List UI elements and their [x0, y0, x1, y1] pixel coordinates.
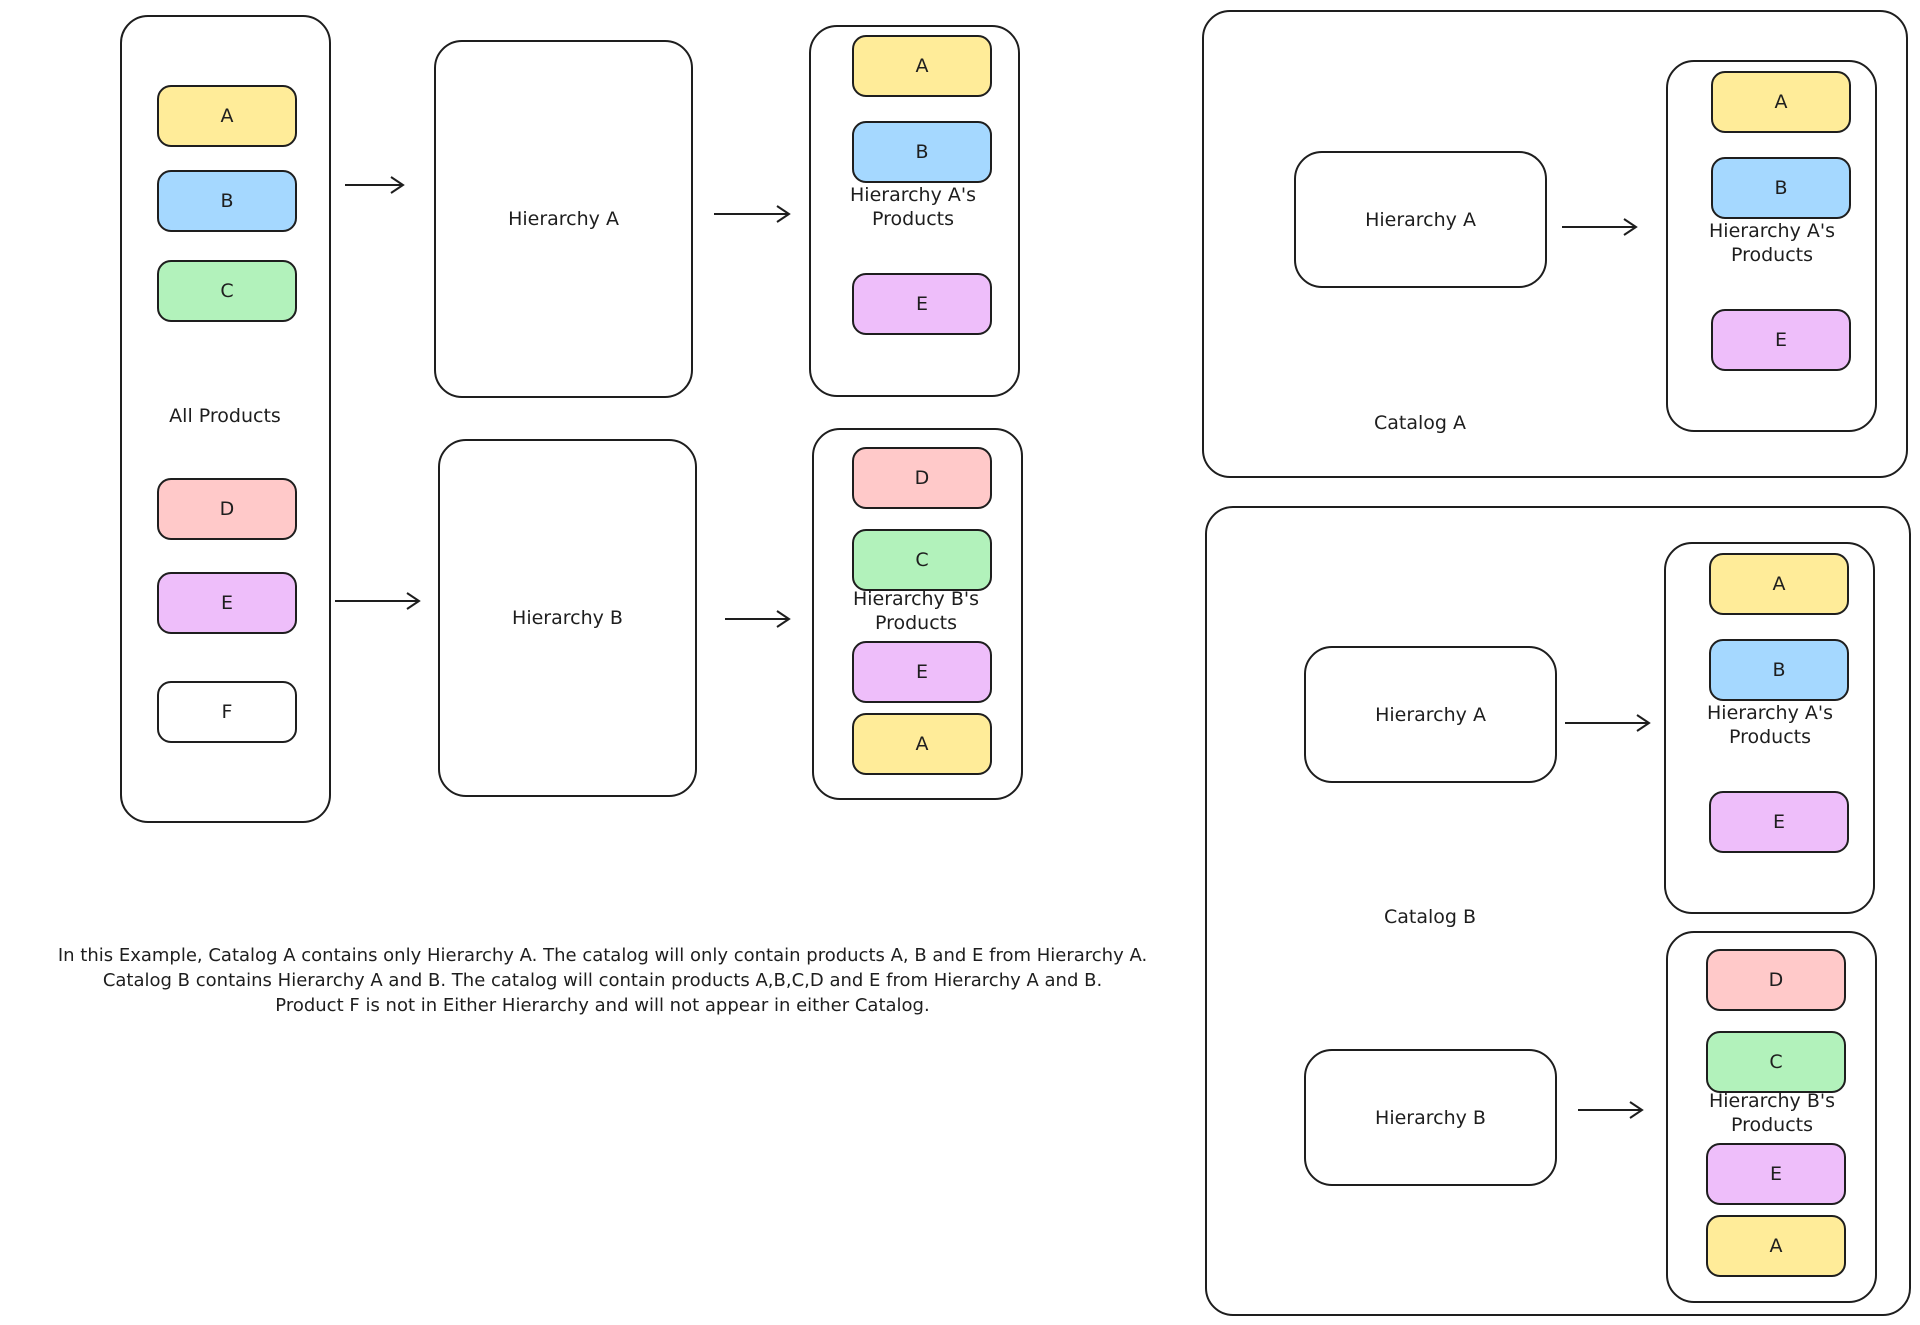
product-b: B — [157, 170, 297, 232]
catalog-b-b-products-label: Hierarchy B's Products — [1708, 1090, 1836, 1136]
explanation-line-1: In this Example, Catalog A contains only… — [57, 945, 1148, 966]
catalog-b-arrow-b — [1578, 1095, 1646, 1125]
catalog-a-product-b: B — [1711, 157, 1851, 219]
catalog-b-b-product-e: E — [1706, 1143, 1846, 1205]
catalog-a-container — [1202, 10, 1908, 478]
catalog-b-container — [1205, 506, 1911, 1316]
catalog-a-products-container — [1666, 60, 1877, 432]
all-products-container — [120, 15, 331, 823]
explanation-text: In this Example, Catalog A contains only… — [0, 943, 1205, 1019]
explanation-line-2: Catalog B contains Hierarchy A and B. Th… — [102, 970, 1103, 992]
catalog-a-product-a: A — [1711, 71, 1851, 133]
arrow-hierarchy-b-to-products — [725, 604, 793, 634]
hierarchy-a-node: Hierarchy A — [434, 40, 693, 398]
catalog-a-arrow — [1562, 212, 1640, 242]
arrow-to-hierarchy-a — [345, 170, 407, 200]
catalog-b-label: Catalog B — [1383, 906, 1477, 928]
product-f: F — [157, 681, 297, 743]
product-c: C — [157, 260, 297, 322]
product-d: D — [157, 478, 297, 540]
catalog-a-label: Catalog A — [1373, 412, 1466, 434]
hierarchy-a-product-e: E — [852, 273, 992, 335]
product-a: A — [157, 85, 297, 147]
catalog-a-hierarchy-a-node: Hierarchy A — [1294, 151, 1547, 288]
catalog-b-hierarchy-b-node: Hierarchy B — [1304, 1049, 1557, 1186]
all-products-label: All Products — [169, 405, 281, 427]
arrow-hierarchy-a-to-products — [714, 199, 793, 229]
catalog-b-a-product-b: B — [1709, 639, 1849, 701]
catalog-b-arrow-a — [1565, 708, 1653, 738]
hierarchy-b-products-container — [812, 428, 1023, 800]
catalog-b-a-products-label: Hierarchy A's Products — [1707, 702, 1833, 748]
hierarchy-b-product-a: A — [852, 713, 992, 775]
hierarchy-b-product-e: E — [852, 641, 992, 703]
catalog-a-product-e: E — [1711, 309, 1851, 371]
hierarchy-b-product-d: D — [852, 447, 992, 509]
hierarchy-a-products-label: Hierarchy A's Products — [850, 184, 976, 230]
catalog-b-a-product-e: E — [1709, 791, 1849, 853]
catalog-a-products-label: Hierarchy A's Products — [1709, 220, 1835, 266]
catalog-b-b-product-a: A — [1706, 1215, 1846, 1277]
catalog-b-a-product-a: A — [1709, 553, 1849, 615]
hierarchy-a-products-container — [809, 25, 1020, 397]
catalog-b-hierarchy-a-node: Hierarchy A — [1304, 646, 1557, 783]
product-e: E — [157, 572, 297, 634]
hierarchy-a-product-a: A — [852, 35, 992, 97]
explanation-line-3: Product F is not in Either Hierarchy and… — [275, 995, 930, 1017]
catalog-b-b-products-container — [1666, 931, 1877, 1303]
hierarchy-b-product-c: C — [852, 529, 992, 591]
hierarchy-a-product-b: B — [852, 121, 992, 183]
arrow-to-hierarchy-b — [335, 586, 423, 616]
catalog-b-b-product-c: C — [1706, 1031, 1846, 1093]
hierarchy-b-node: Hierarchy B — [438, 439, 697, 797]
catalog-b-a-products-container — [1664, 542, 1875, 914]
hierarchy-b-products-label: Hierarchy B's Products — [852, 588, 980, 634]
catalog-b-b-product-d: D — [1706, 949, 1846, 1011]
